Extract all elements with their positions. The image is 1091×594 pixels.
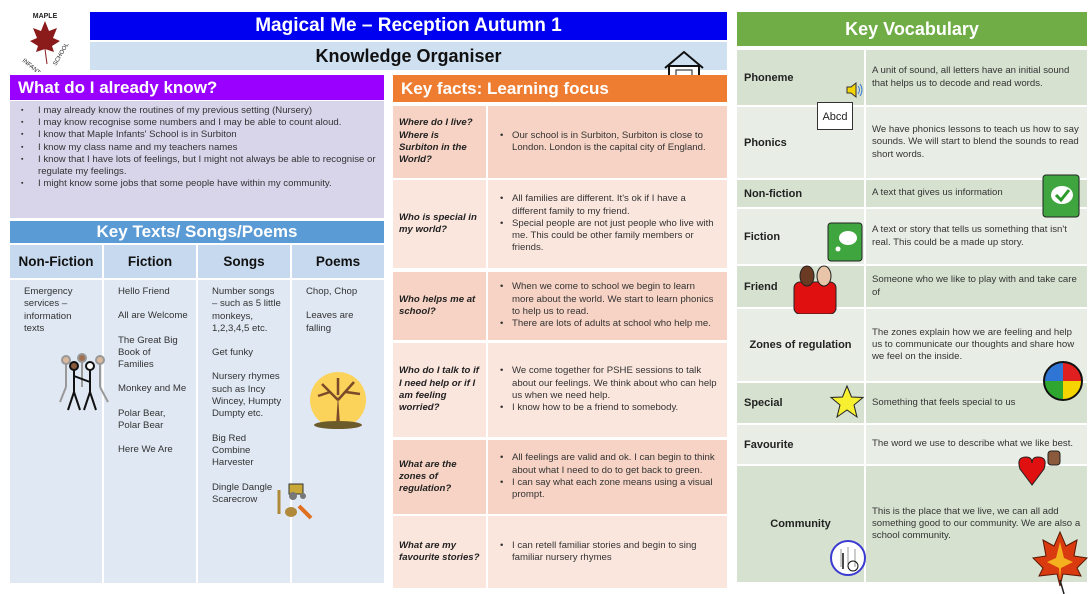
vocab-word: Phoneme <box>737 50 864 105</box>
fact-question: Who is special in my world? <box>393 180 486 268</box>
fact-row: Who do I talk to if I need help or if I … <box>393 343 727 437</box>
vocab-definition: A unit of sound, all letters have an ini… <box>866 50 1087 105</box>
text-item: Polar Bear, Polar Bear <box>118 407 166 432</box>
fact-row: What are the zones of regulation? All fe… <box>393 440 727 514</box>
list-item: I know that I have lots of feelings, but… <box>18 154 376 178</box>
fiction-book-icon <box>827 222 863 262</box>
text-item: Chop, Chop <box>306 286 358 297</box>
speaker-icon <box>846 81 863 99</box>
fact-answer: I can say what each zone means using a v… <box>500 477 719 502</box>
fact-answer: All families are different. It's ok if I… <box>500 193 719 218</box>
column-non-fiction: Non-Fiction Emergency services – informa… <box>10 245 102 583</box>
people-holding-hands-icon <box>59 353 109 411</box>
column-fiction: Fiction Hello Friend All are Welcome The… <box>104 245 196 583</box>
text-item: Nursery rhymes such as Incy Wincey, Hump… <box>212 371 282 420</box>
text-item: Dingle Dangle Scarecrow <box>212 481 273 505</box>
vocab-word: Zones of regulation <box>737 309 864 381</box>
non-fiction-book-icon <box>1042 174 1080 218</box>
fact-answer: I know how to be a friend to somebody. <box>500 402 719 415</box>
page-subtitle: Knowledge Organiser <box>90 42 727 70</box>
fact-answer: We come together for PSHE sessions to ta… <box>500 365 719 402</box>
community-icon <box>830 540 866 576</box>
fact-answer: When we come to school we begin to learn… <box>500 281 719 318</box>
fact-answer: All feelings are valid and ok. I can beg… <box>500 452 719 477</box>
key-vocabulary-heading: Key Vocabulary <box>737 12 1087 46</box>
text-item: All are Welcome <box>118 310 188 322</box>
list-item: I may already know the routines of my pr… <box>18 105 376 117</box>
text-item: Number songs – such as 5 little monkeys,… <box>212 286 281 334</box>
vocab-word: Phonics <box>737 107 864 178</box>
list-item: I know my class name and my teachers nam… <box>18 142 376 154</box>
text-item: Get funky <box>212 347 254 359</box>
star-icon <box>829 384 865 419</box>
column-poems: Poems Chop, Chop Leaves are falling <box>292 245 384 583</box>
text-item: Here We Are <box>118 444 173 456</box>
fact-question: What are the zones of regulation? <box>393 440 486 514</box>
fact-question: What are my favourite stories? <box>393 516 486 588</box>
text-item: The Great Big Book of Families <box>118 334 178 371</box>
school-logo: MAPLE INFANTS' SCHOOL <box>14 8 76 72</box>
vocab-word: Non-fiction <box>737 180 864 207</box>
svg-text:MAPLE: MAPLE <box>33 13 58 20</box>
column-header: Songs <box>198 245 290 278</box>
column-header: Non-Fiction <box>10 245 102 278</box>
key-texts-heading: Key Texts/ Songs/Poems <box>10 221 384 243</box>
fact-row: Who helps me at school? When we come to … <box>393 272 727 340</box>
column-songs: Songs Number songs – such as 5 little mo… <box>198 245 290 583</box>
text-item: Emergency services – information texts <box>24 286 73 334</box>
harvest-tractor-icon <box>277 483 313 520</box>
text-item: Hello Friend <box>118 286 170 297</box>
vocab-definition: A text or story that tells us something … <box>866 209 1087 264</box>
fact-answer: I can retell familiar stories and begin … <box>500 540 719 565</box>
key-texts-table: Non-Fiction Emergency services – informa… <box>10 245 384 583</box>
heart-thumbs-up-icon <box>1018 450 1061 486</box>
list-item: I may know recognise some numbers and I … <box>18 117 376 129</box>
vocab-definition: We have phonics lessons to teach us how … <box>866 107 1087 178</box>
list-item: I know that Maple Infants' School is in … <box>18 129 376 141</box>
text-item: Leaves are falling <box>306 310 354 334</box>
fact-answer: Our school is in Surbiton, Surbiton is c… <box>500 130 719 155</box>
prior-knowledge-heading: What do I already know? <box>10 75 384 100</box>
fact-question: Who do I talk to if I need help or if I … <box>393 343 486 437</box>
fact-row: Who is special in my world? All families… <box>393 180 727 268</box>
key-facts-heading: Key facts: Learning focus <box>393 75 727 102</box>
column-header: Poems <box>292 245 384 278</box>
autumn-tree-icon <box>310 372 366 429</box>
fact-question: Where do I live? Where is Surbiton in th… <box>393 106 486 178</box>
zones-of-regulation-icon <box>1043 361 1083 401</box>
column-header: Fiction <box>104 245 196 278</box>
abcd-card-icon: Abcd <box>817 102 853 130</box>
maple-leaf-icon <box>1031 530 1089 594</box>
page-title: Magical Me – Reception Autumn 1 <box>90 12 727 40</box>
fact-answer: There are lots of adults at school who h… <box>500 318 719 331</box>
vocab-word: Favourite <box>737 425 864 464</box>
fact-answer: Special people are not just people who l… <box>500 218 719 255</box>
fact-row: Where do I live? Where is Surbiton in th… <box>393 106 727 178</box>
text-item: Monkey and Me <box>118 383 187 395</box>
fact-question: Who helps me at school? <box>393 272 486 340</box>
list-item: I might know some jobs that some people … <box>18 178 376 190</box>
fact-row: What are my favourite stories? I can ret… <box>393 516 727 588</box>
friends-icon <box>793 265 837 314</box>
text-item: Big Red Combine Harvester <box>212 432 254 469</box>
prior-knowledge-list: I may already know the routines of my pr… <box>10 101 384 218</box>
vocab-definition: Someone who we like to play with and tak… <box>866 266 1087 307</box>
